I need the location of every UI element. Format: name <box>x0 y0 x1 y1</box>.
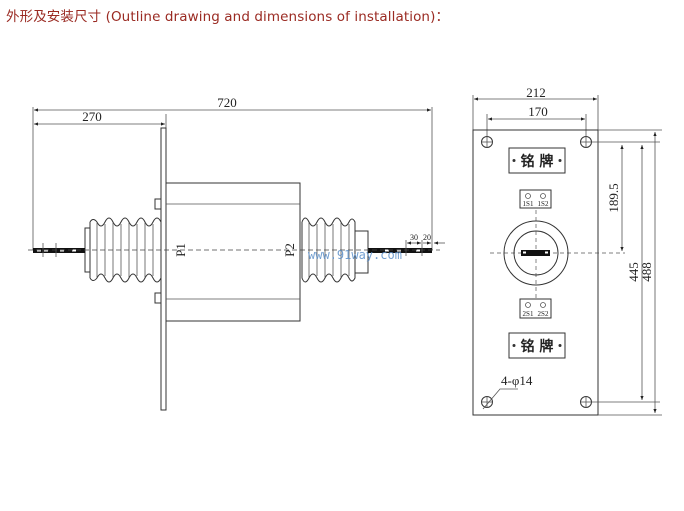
nameplate-top <box>508 147 566 174</box>
nameplate-bottom-label: 铭 牌 <box>521 338 554 355</box>
dim-212: 212 <box>526 85 546 100</box>
mounting-hole <box>481 396 493 408</box>
primary-conductor-left <box>33 248 85 253</box>
dim-189-5: 189.5 <box>606 183 621 212</box>
dim-30: 30 <box>410 233 418 242</box>
primary-conductor-section <box>521 250 550 256</box>
front-panel <box>472 129 599 416</box>
page-title: 外形及安装尺寸 (Outline drawing and dimensions … <box>6 9 450 25</box>
bolt <box>154 198 162 210</box>
label-p2: P2 <box>282 243 297 257</box>
secondary-terminal-box-2 <box>519 298 552 319</box>
hole-spec: 4-φ14 <box>501 373 533 388</box>
mounting-flange <box>160 127 167 411</box>
terminal-2s2: 2S2 <box>538 310 549 318</box>
nameplate-top-label: 铭 牌 <box>521 153 554 170</box>
terminal-2s1: 2S1 <box>523 310 534 318</box>
dim-720: 720 <box>217 95 237 110</box>
terminal-1s1: 1S1 <box>523 200 534 208</box>
terminal-1s2: 1S2 <box>538 200 549 208</box>
front-view: 212 170 铭 牌 铭 牌 1S1 1S2 2S1 2S2 <box>472 85 662 416</box>
label-p1: P1 <box>173 243 188 257</box>
hole-leader-line <box>482 388 518 410</box>
mounting-hole <box>580 136 592 148</box>
dim-170: 170 <box>528 104 548 119</box>
bolt <box>154 292 162 304</box>
dim-488: 488 <box>639 262 654 282</box>
dim-445: 445 <box>626 262 641 282</box>
mounting-hole <box>481 136 493 148</box>
side-view: 720 270 <box>28 95 445 411</box>
dim-20: 20 <box>423 233 431 242</box>
nameplate-bottom <box>508 332 566 359</box>
dim-270: 270 <box>82 109 102 124</box>
bushing-inner <box>513 230 559 276</box>
secondary-terminal-box-1 <box>519 189 552 209</box>
mounting-hole <box>580 396 592 408</box>
bushing-outer <box>503 220 569 286</box>
watermark: www.91way.com <box>308 248 402 262</box>
